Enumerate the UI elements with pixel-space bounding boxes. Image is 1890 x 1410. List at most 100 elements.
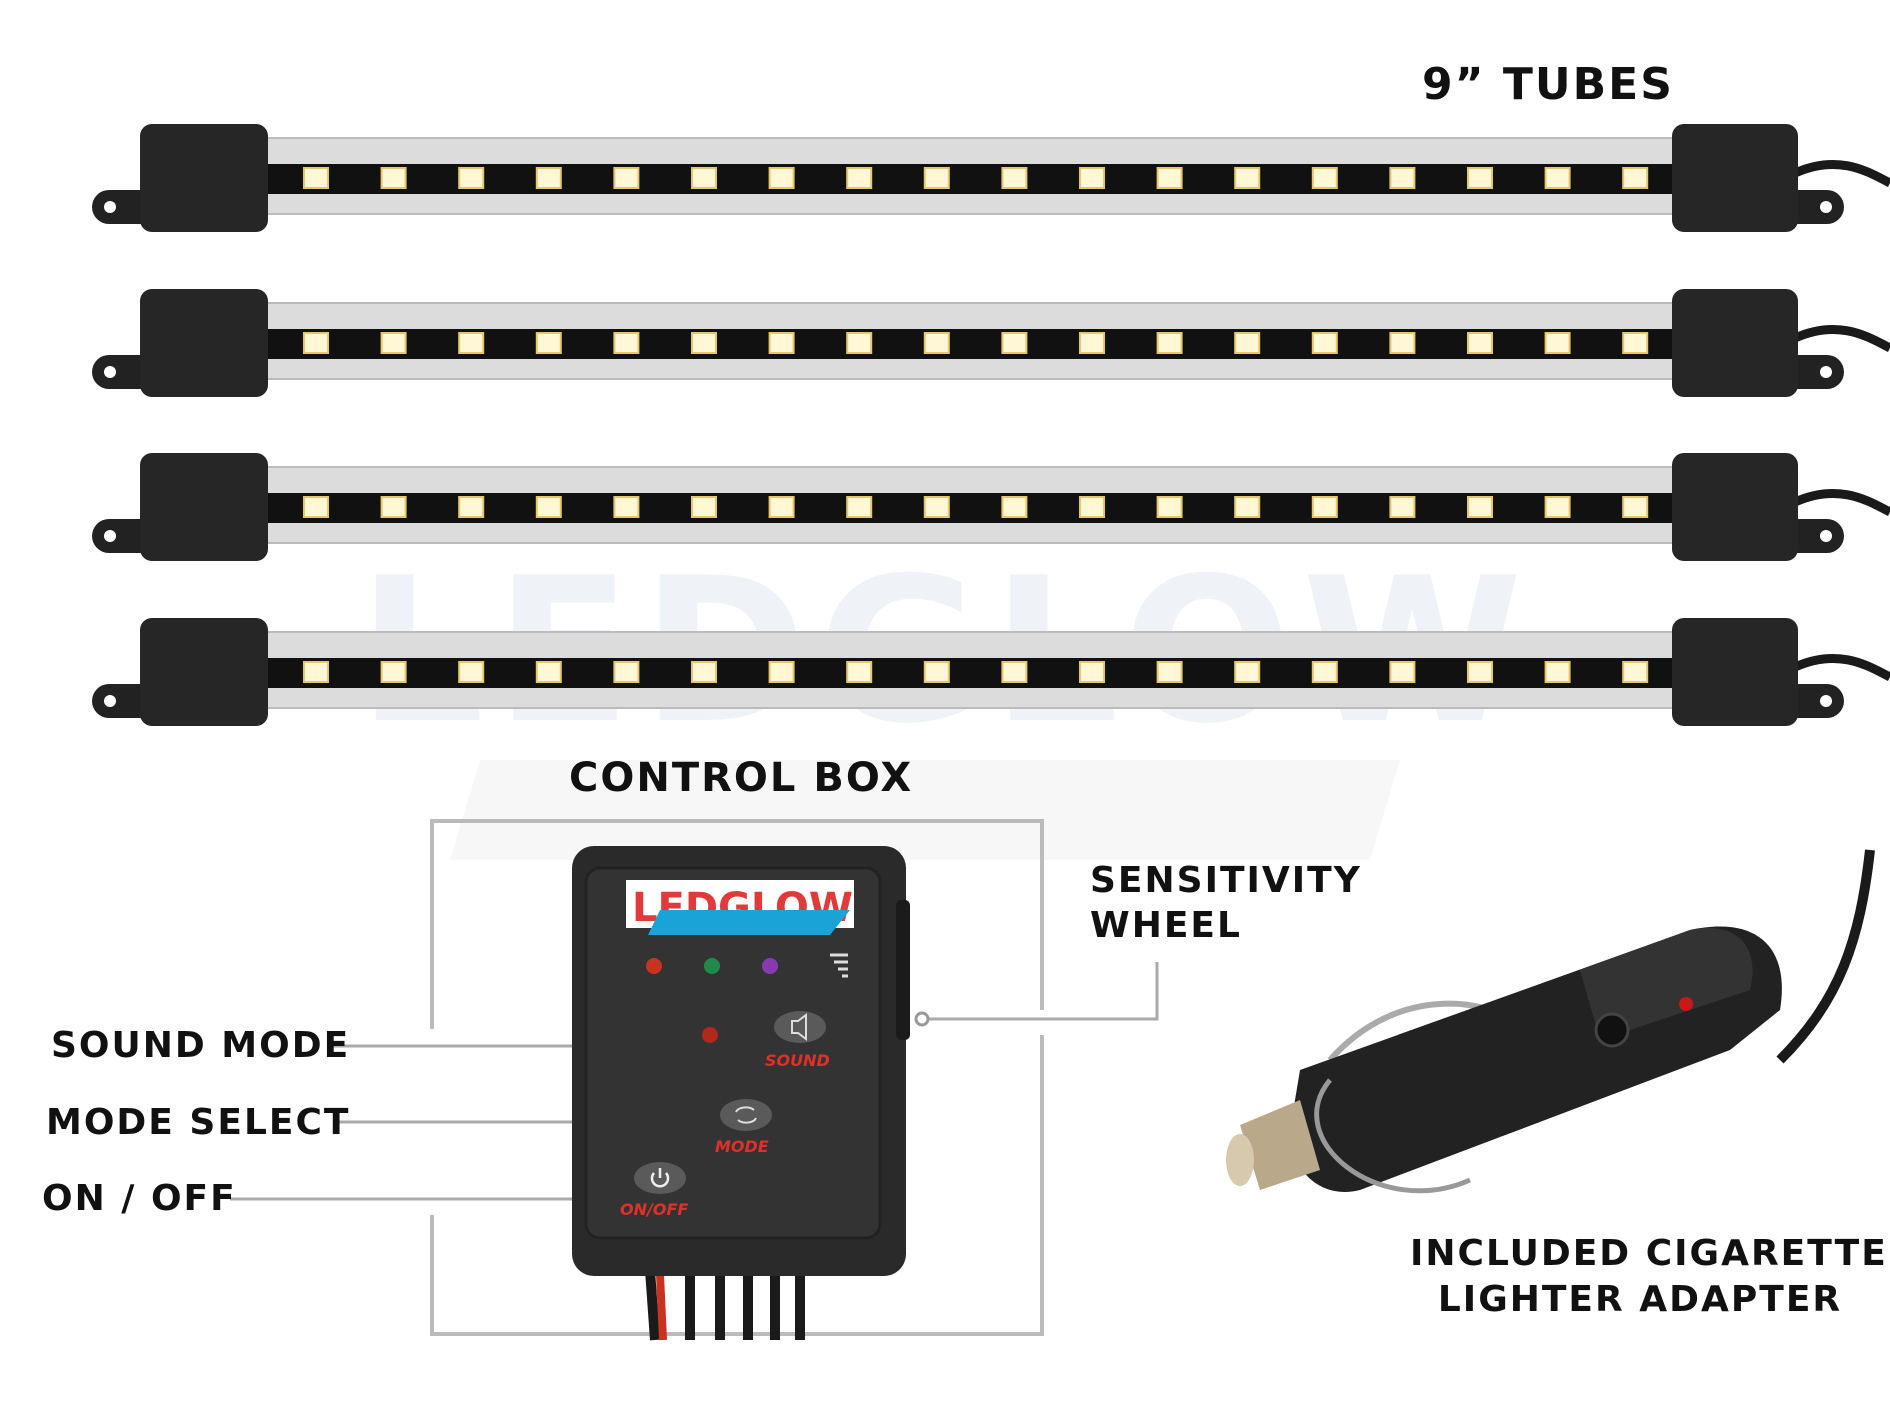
led-chip — [1622, 496, 1649, 518]
led-chip — [923, 332, 950, 354]
mode-select-label: MODE SELECT — [46, 1102, 351, 1143]
tube-end-cap-left — [140, 618, 268, 726]
led-chip — [1389, 332, 1416, 354]
tube-end-cap-left — [140, 124, 268, 232]
sensitivity-label-line1: SENSITIVITY — [1090, 860, 1362, 901]
led-chip — [1389, 661, 1416, 683]
svg-text:ON/OFF: ON/OFF — [620, 1200, 688, 1219]
sensitivity-label-line2: WHEEL — [1090, 905, 1242, 946]
adapter-label-line2: LIGHTER ADAPTER — [1437, 1279, 1843, 1320]
indicator-sound — [702, 1027, 718, 1043]
led-chip — [768, 661, 795, 683]
control-box-bracket — [430, 819, 1044, 1336]
led-chip — [1234, 661, 1261, 683]
led-chip — [1544, 332, 1571, 354]
led-chip — [1079, 496, 1105, 518]
tube-end-cap-right — [1672, 124, 1798, 232]
led-chip — [1311, 496, 1338, 518]
led-chip — [846, 332, 873, 354]
led-chip — [458, 661, 485, 683]
led-chip — [535, 496, 562, 518]
sensitivity-line — [928, 962, 1159, 1021]
led-chip — [458, 496, 485, 518]
led-chip — [613, 332, 640, 354]
led-chip — [613, 661, 640, 683]
sensitivity-wheel[interactable] — [896, 900, 910, 1040]
led-chip — [846, 496, 873, 518]
led-chip — [923, 496, 950, 518]
led-chip — [1079, 661, 1105, 683]
sensitivity-level-icon — [830, 953, 848, 978]
led-chip — [380, 661, 407, 683]
led-chip — [1156, 496, 1183, 518]
led-chip — [923, 167, 950, 189]
led-chip — [691, 496, 717, 518]
indicator-green — [704, 958, 720, 974]
on-off-label: ON / OFF — [42, 1178, 237, 1219]
led-chip — [923, 661, 950, 683]
led-chip — [1079, 332, 1105, 354]
led-chip — [1079, 167, 1105, 189]
tube-end-cap-right — [1672, 453, 1798, 561]
led-chip — [458, 332, 485, 354]
led-chip — [1622, 167, 1649, 189]
sound-mode-label: SOUND MODE — [51, 1025, 351, 1066]
led-chip — [1311, 661, 1338, 683]
led-tube — [92, 453, 1890, 561]
tubes-label: 9” TUBES — [1422, 59, 1674, 110]
led-chip — [535, 661, 562, 683]
led-tubes — [92, 124, 1890, 726]
led-chip — [768, 496, 795, 518]
led-chip — [1622, 661, 1649, 683]
led-tube — [92, 618, 1890, 726]
led-chip — [303, 332, 329, 354]
led-chip — [1467, 167, 1493, 189]
led-chip — [1467, 661, 1493, 683]
sound-button[interactable] — [774, 1011, 826, 1043]
led-chip — [1001, 332, 1028, 354]
svg-text:MODE: MODE — [715, 1137, 769, 1156]
led-tube — [92, 124, 1890, 232]
tube-end-cap-right — [1672, 618, 1798, 726]
led-chip — [303, 167, 329, 189]
led-chip — [380, 167, 407, 189]
led-chip — [303, 661, 329, 683]
led-chip — [1001, 167, 1028, 189]
led-chip — [1544, 167, 1571, 189]
led-chip — [846, 167, 873, 189]
tube-end-cap-left — [140, 289, 268, 397]
tube-end-cap-left — [140, 453, 268, 561]
cycle-icon — [735, 1106, 757, 1124]
indicator-purple — [762, 958, 778, 974]
adapter-label-line1: INCLUDED CIGARETTE — [1410, 1233, 1888, 1274]
svg-text:SOUND: SOUND — [765, 1051, 830, 1070]
led-chip — [380, 496, 407, 518]
led-chip — [691, 332, 717, 354]
led-chip — [1234, 332, 1261, 354]
led-chip — [1467, 332, 1493, 354]
led-chip — [1389, 496, 1416, 518]
led-chip — [303, 496, 329, 518]
led-chip — [1544, 496, 1571, 518]
led-chip — [613, 496, 640, 518]
led-chip — [1467, 496, 1493, 518]
led-chip — [613, 167, 640, 189]
tube-end-cap-right — [1672, 289, 1798, 397]
led-chip — [1622, 332, 1649, 354]
led-chip — [1001, 661, 1028, 683]
mode-button[interactable] — [720, 1099, 772, 1131]
led-chip — [535, 332, 562, 354]
led-chip — [1234, 496, 1261, 518]
led-chip — [1156, 332, 1183, 354]
led-chip — [768, 167, 795, 189]
indicator-red — [646, 958, 662, 974]
led-chip — [1156, 167, 1183, 189]
led-chip — [846, 661, 873, 683]
control-box-label: CONTROL BOX — [569, 755, 914, 801]
led-chip — [768, 332, 795, 354]
led-chip — [691, 661, 717, 683]
led-chip — [458, 167, 485, 189]
speaker-icon — [791, 1013, 807, 1041]
led-chip — [691, 167, 717, 189]
